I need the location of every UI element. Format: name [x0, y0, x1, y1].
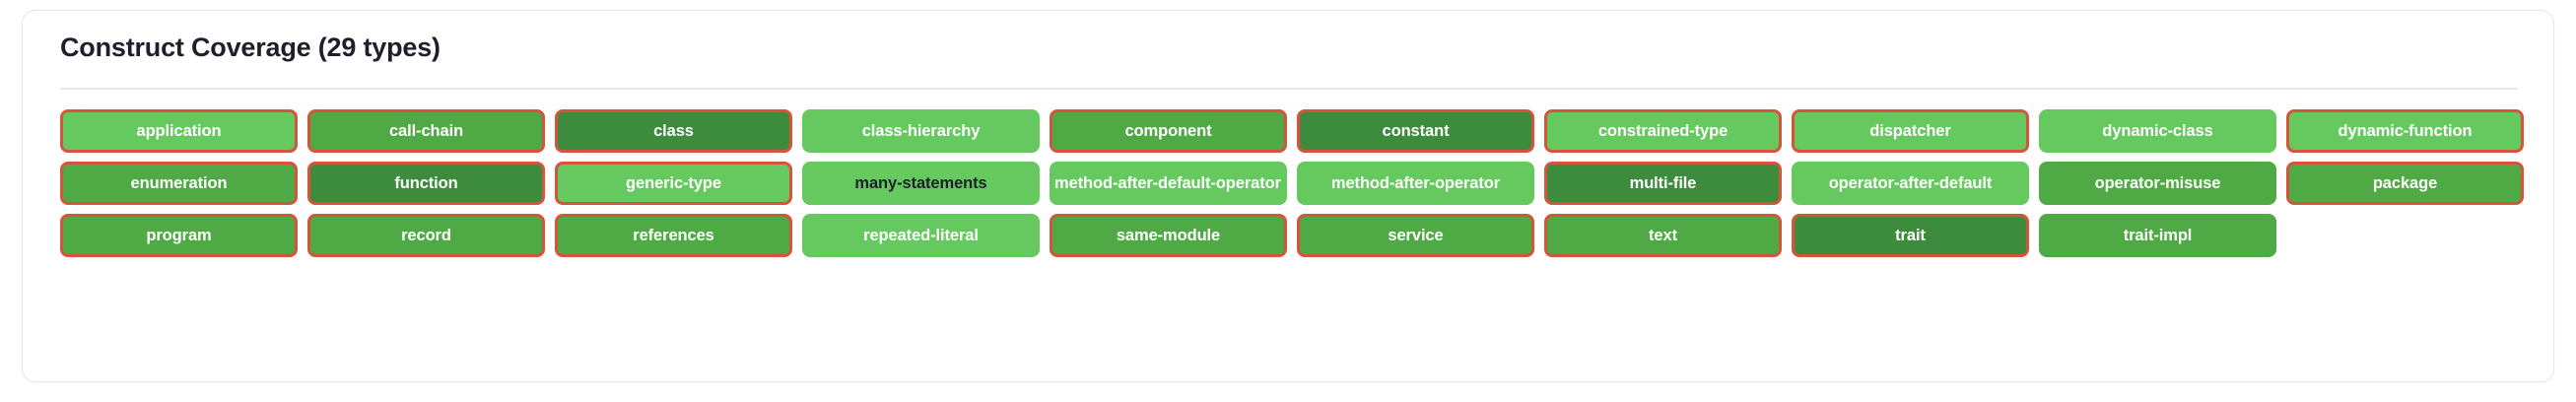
construct-badge[interactable]: operator-misuse: [2039, 162, 2276, 205]
construct-badge[interactable]: multi-file: [1544, 162, 1782, 205]
construct-badge[interactable]: method-after-default-operator: [1050, 162, 1287, 205]
construct-badge[interactable]: class: [555, 109, 792, 153]
construct-badge[interactable]: application: [60, 109, 298, 153]
construct-badge[interactable]: constant: [1297, 109, 1534, 153]
construct-badge[interactable]: repeated-literal: [802, 214, 1040, 257]
construct-badge[interactable]: same-module: [1050, 214, 1287, 257]
construct-badge[interactable]: service: [1297, 214, 1534, 257]
construct-badge[interactable]: constrained-type: [1544, 109, 1782, 153]
page-title: Construct Coverage (29 types): [60, 33, 441, 62]
construct-badge[interactable]: dispatcher: [1792, 109, 2029, 153]
construct-badge[interactable]: package: [2286, 162, 2524, 205]
construct-badge[interactable]: dynamic-function: [2286, 109, 2524, 153]
title-divider: [60, 88, 2518, 90]
construct-badge[interactable]: record: [307, 214, 545, 257]
construct-badge[interactable]: dynamic-class: [2039, 109, 2276, 153]
construct-badge[interactable]: text: [1544, 214, 1782, 257]
construct-badge[interactable]: generic-type: [555, 162, 792, 205]
construct-badge[interactable]: call-chain: [307, 109, 545, 153]
construct-badge[interactable]: references: [555, 214, 792, 257]
construct-badge[interactable]: method-after-operator: [1297, 162, 1534, 205]
construct-coverage-card: Construct Coverage (29 types) applicatio…: [22, 10, 2554, 382]
construct-badge[interactable]: many-statements: [802, 162, 1040, 205]
construct-badge[interactable]: program: [60, 214, 298, 257]
construct-badge[interactable]: operator-after-default: [1792, 162, 2029, 205]
construct-badge[interactable]: enumeration: [60, 162, 298, 205]
construct-badge[interactable]: class-hierarchy: [802, 109, 1040, 153]
construct-badge[interactable]: function: [307, 162, 545, 205]
construct-badge[interactable]: component: [1050, 109, 1287, 153]
construct-badge[interactable]: trait-impl: [2039, 214, 2276, 257]
construct-badge[interactable]: trait: [1792, 214, 2029, 257]
